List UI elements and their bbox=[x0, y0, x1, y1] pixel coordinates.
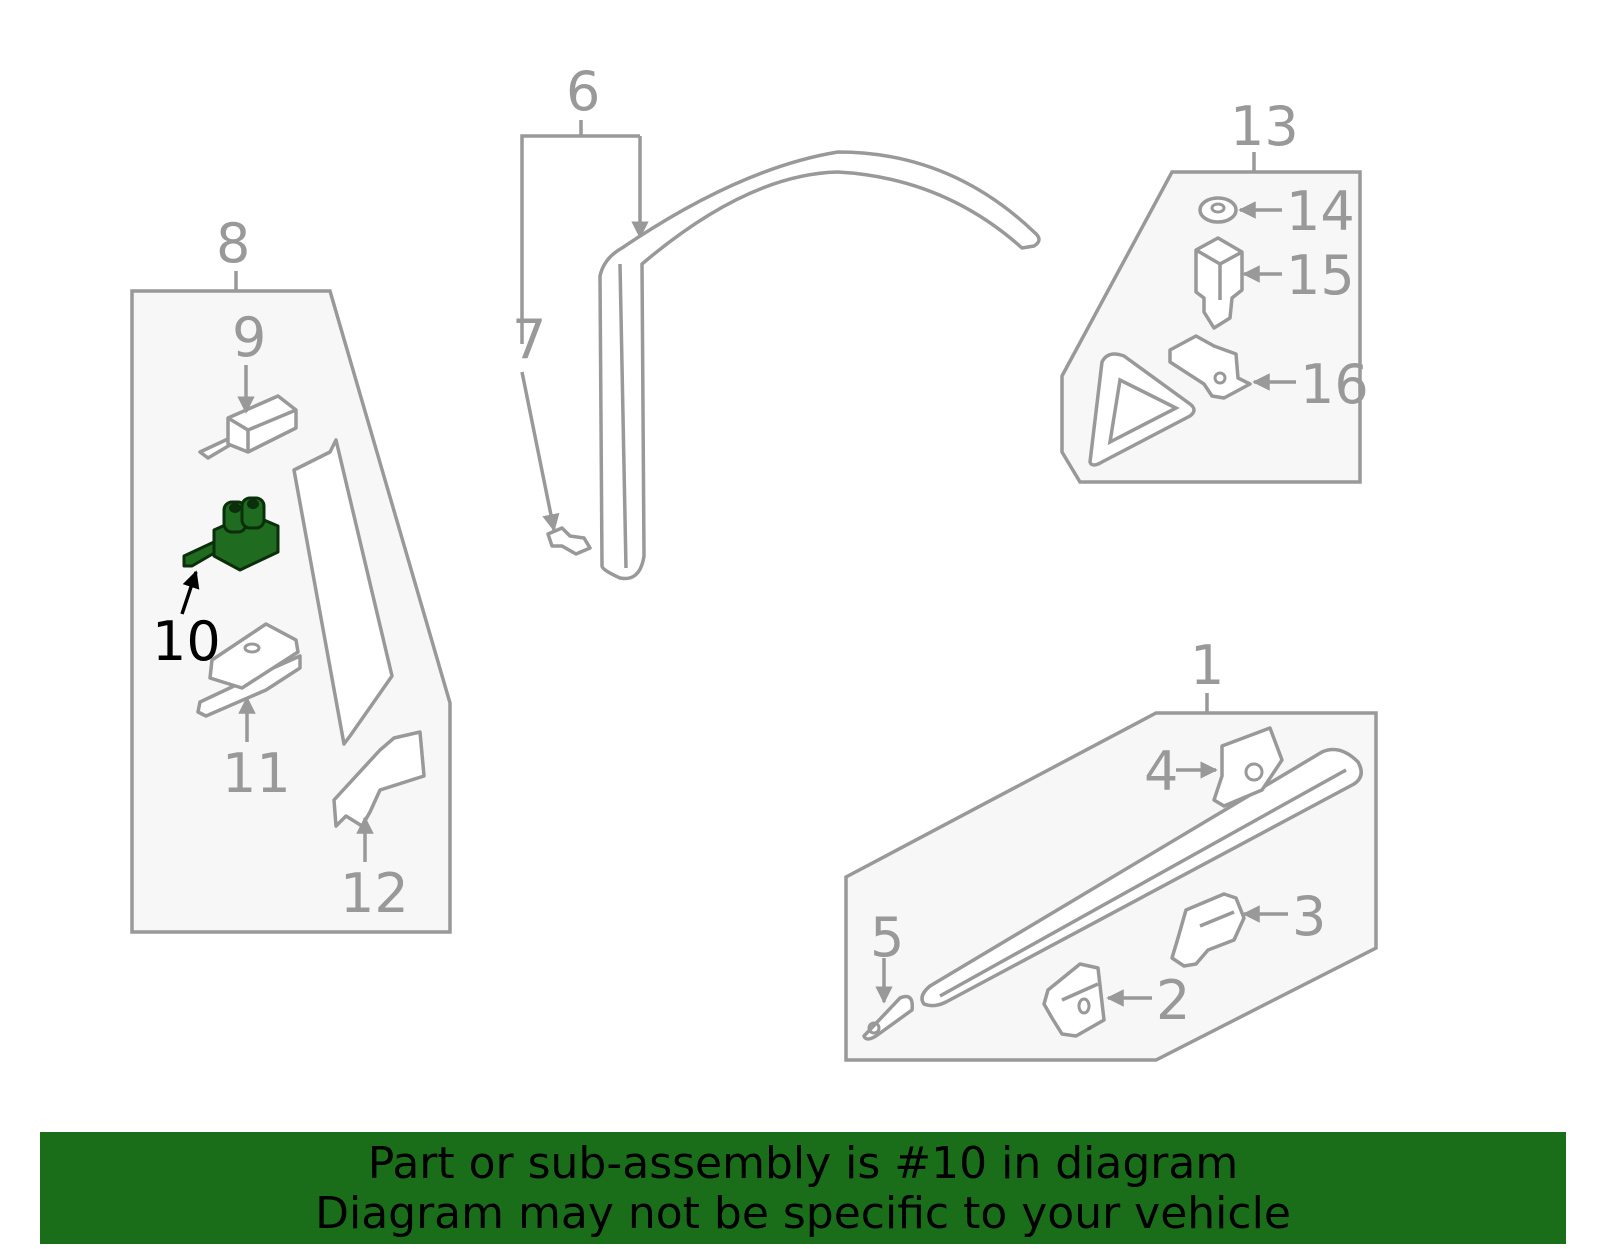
callout-7[interactable]: 7 bbox=[512, 308, 546, 371]
banner-line-1: Part or sub-assembly is #10 in diagram bbox=[367, 1138, 1239, 1189]
part-9[interactable] bbox=[198, 394, 298, 460]
callout-15[interactable]: 15 bbox=[1286, 244, 1355, 307]
callout-2[interactable]: 2 bbox=[1156, 969, 1190, 1032]
part-15[interactable] bbox=[1194, 236, 1244, 330]
group-1: 1 4 3 2 bbox=[844, 634, 1378, 1062]
info-banner: Part or sub-assembly is #10 in diagram D… bbox=[40, 1132, 1566, 1244]
part-7-clip[interactable] bbox=[546, 526, 592, 556]
part-10-highlighted[interactable] bbox=[182, 496, 280, 572]
part-2[interactable] bbox=[1042, 962, 1106, 1038]
part-6-molding-edge bbox=[618, 263, 628, 569]
callout-5[interactable]: 5 bbox=[870, 906, 904, 969]
part-6-molding[interactable] bbox=[598, 150, 1041, 581]
part-12[interactable] bbox=[332, 730, 426, 828]
callout-3[interactable]: 3 bbox=[1292, 885, 1326, 948]
part-4[interactable] bbox=[1212, 726, 1284, 808]
group-6-7: 6 7 bbox=[512, 60, 1041, 581]
callout-8[interactable]: 8 bbox=[216, 212, 250, 275]
callout-1[interactable]: 1 bbox=[1190, 634, 1224, 697]
callout-13[interactable]: 13 bbox=[1230, 95, 1299, 158]
part-10-arrow bbox=[180, 570, 200, 615]
callout-10[interactable]: 10 bbox=[152, 610, 221, 673]
callout-14[interactable]: 14 bbox=[1286, 180, 1355, 243]
part-11[interactable] bbox=[196, 622, 302, 718]
callout-9[interactable]: 9 bbox=[232, 306, 266, 369]
group-13: 13 14 15 16 bbox=[1060, 95, 1369, 484]
corner-garnish[interactable] bbox=[1088, 352, 1196, 467]
sill-molding[interactable] bbox=[920, 747, 1363, 1008]
part-14[interactable] bbox=[1198, 196, 1238, 224]
banner-line-2: Diagram may not be specific to your vehi… bbox=[315, 1188, 1291, 1239]
group-8: 8 9 10 11 bbox=[130, 212, 452, 934]
pillar-garnish[interactable] bbox=[292, 438, 394, 746]
part-7-arrow bbox=[520, 371, 560, 532]
callout-12[interactable]: 12 bbox=[340, 862, 409, 925]
bracket-6-7 bbox=[520, 134, 640, 344]
callout-11[interactable]: 11 bbox=[222, 742, 291, 805]
part-3[interactable] bbox=[1170, 892, 1246, 968]
callout-6[interactable]: 6 bbox=[566, 60, 600, 123]
callout-4[interactable]: 4 bbox=[1144, 740, 1178, 803]
callout-16[interactable]: 16 bbox=[1300, 353, 1369, 416]
part-16[interactable] bbox=[1168, 334, 1252, 400]
part-5[interactable] bbox=[862, 994, 914, 1041]
